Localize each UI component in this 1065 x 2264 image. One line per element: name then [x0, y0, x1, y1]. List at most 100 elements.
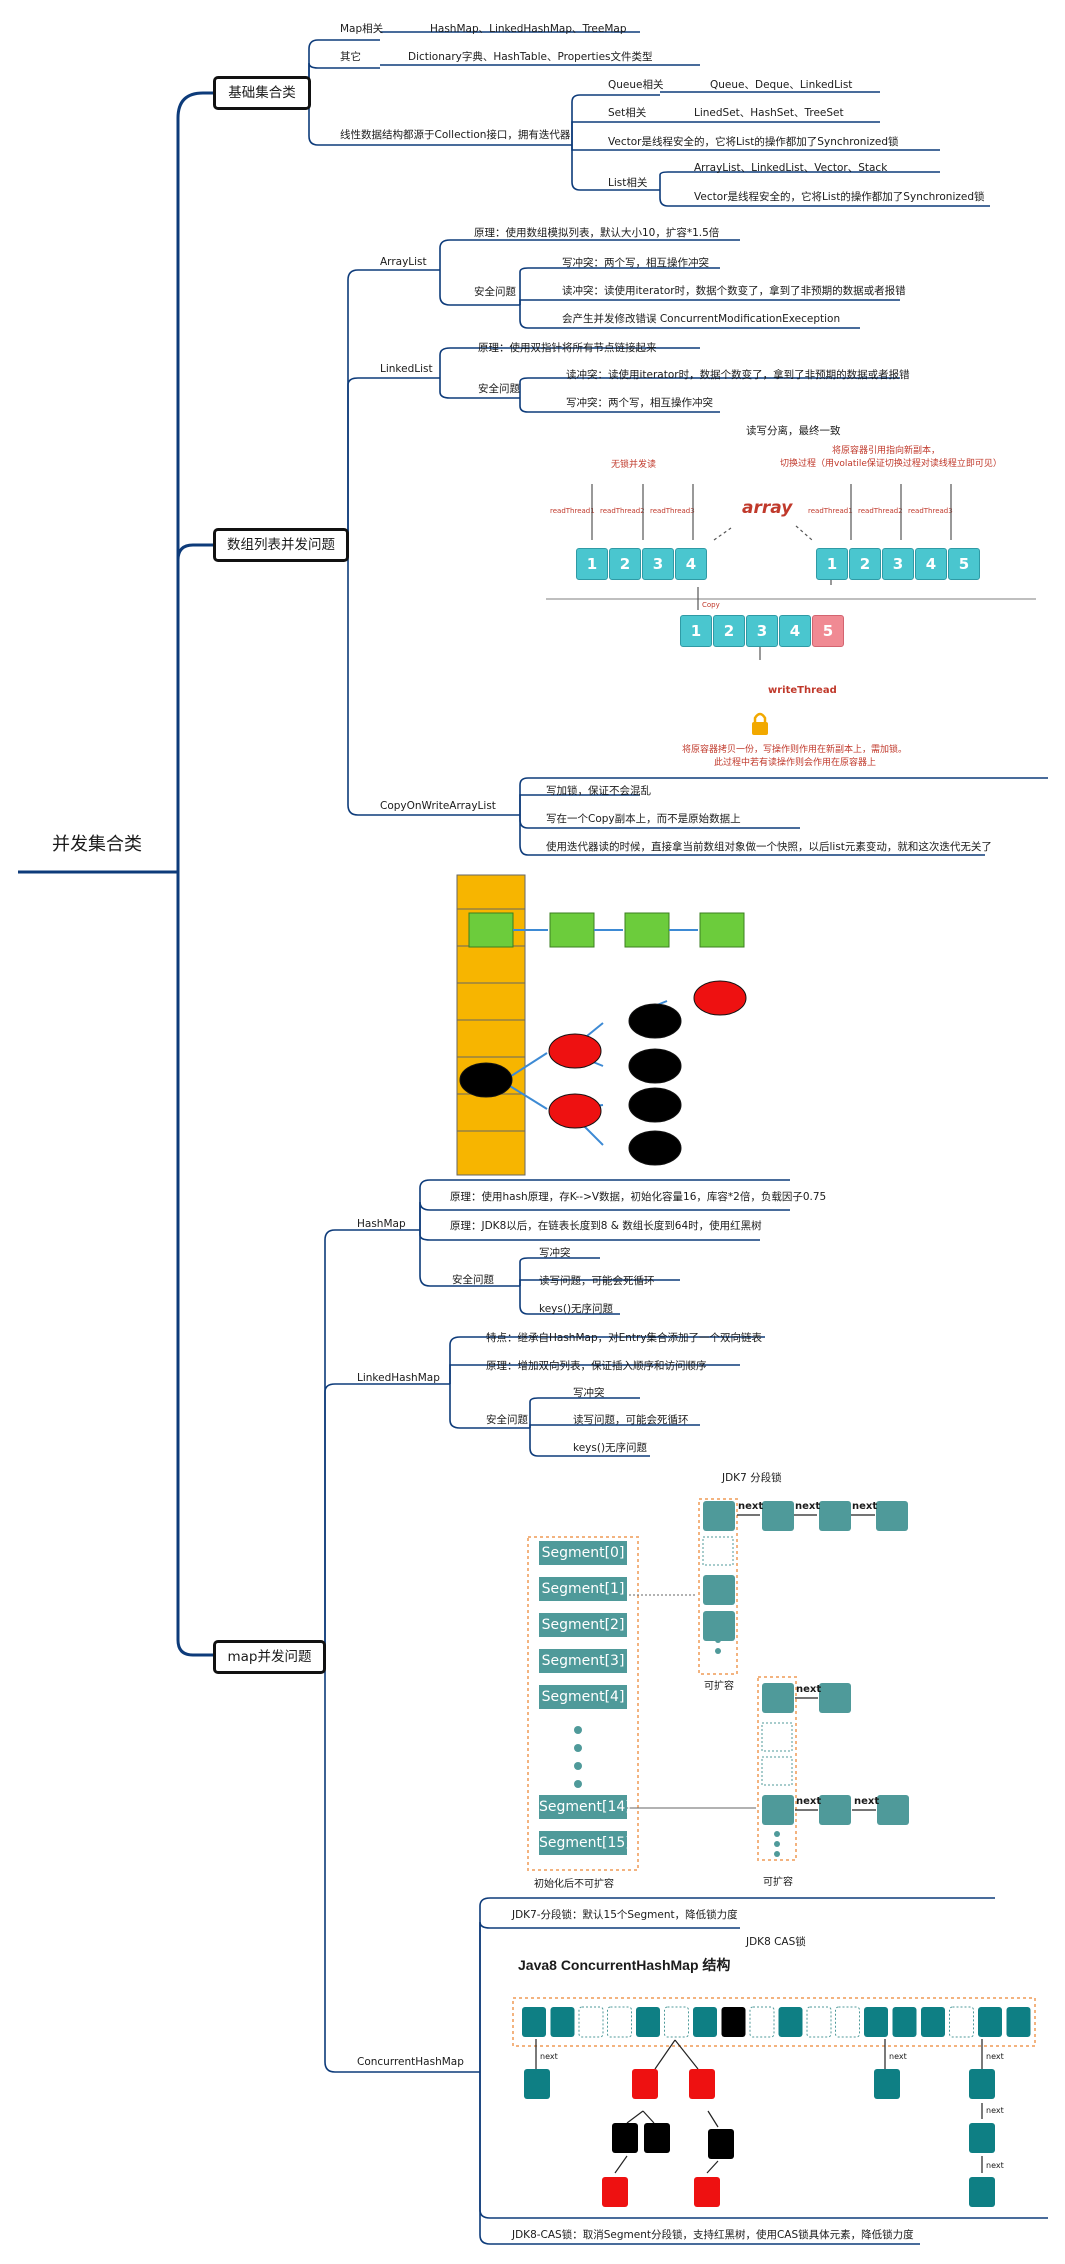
node-linkedhashmap-2: 原理：增加双向列表，保证插入顺序和访问顺序 [486, 1360, 707, 1372]
node-linkedlist-safety-2: 写冲突：两个写，相互操作冲突 [566, 397, 713, 409]
bucket-node [876, 1501, 908, 1531]
figure-label-switch-1: 将原容器引用指向新副本， [832, 446, 941, 456]
table-bucket [721, 2007, 746, 2037]
figure-jdk8-title: Java8 ConcurrentHashMap 结构 [518, 1957, 731, 1973]
bucket-node [762, 1683, 794, 1713]
figure-label-read-2: readThread2 [600, 507, 645, 515]
figure-label-read-6: readThread3 [908, 507, 953, 515]
array-cell: 3 [882, 548, 914, 580]
bucket-node [877, 1795, 909, 1825]
array-cell: 5 [812, 615, 844, 647]
node-chm-jdk7: JDK7-分段锁：默认15个Segment，降低锁力度 [512, 1909, 738, 1921]
figure-jdk8-caption: JDK8 CAS锁 [746, 1936, 806, 1948]
node-cow-1: 写加锁，保证不会混乱 [546, 785, 651, 797]
figure-label-read-4: readThread1 [808, 507, 853, 515]
node-list-vector-note: Vector是线程安全的，它将List的操作都加了Synchronized锁 [694, 191, 985, 203]
next-label: next [986, 2052, 1004, 2061]
node-hashmap-safety: 安全问题 [452, 1274, 494, 1286]
table-bucket [978, 2007, 1002, 2037]
array-cell: 3 [746, 615, 778, 647]
figure-label-bottom-1: 将原容器拷贝一份，写操作则作用在新副本上，需加锁。 [682, 745, 908, 755]
table-bucket [749, 2006, 775, 2038]
next-label: next [796, 1684, 822, 1695]
figure-hashmap-structure [455, 873, 777, 1178]
segment-cell: Segment[14] [539, 1795, 631, 1819]
segment-cell: Segment[2] [539, 1613, 627, 1637]
node-linkedlist-safety-1: 读冲突：读使用iterator时，数据个数变了，拿到了非预期的数据或者报错 [566, 369, 910, 381]
figure-label-no-lock: 无锁并发读 [611, 460, 657, 470]
table-bucket [1006, 2007, 1031, 2037]
next-label: next [796, 1796, 822, 1807]
node-arraylist-principle: 原理：使用数组模拟列表，默认大小10，扩容*1.5倍 [474, 227, 720, 239]
node-arraylist-safety-2: 读冲突：读使用iterator时，数据个数变了，拿到了非预期的数据或者报错 [562, 285, 906, 297]
array-cell: 5 [948, 548, 980, 580]
figure-label-write: writeThread [768, 685, 837, 696]
node-vector-note: Vector是线程安全的，它将List的操作都加了Synchronized锁 [608, 136, 899, 148]
table-bucket [664, 2006, 689, 2038]
node-copyonwritearraylist: CopyOnWriteArrayList [380, 800, 496, 812]
node-arraylist: ArrayList [380, 256, 427, 268]
array-cell: 1 [680, 615, 712, 647]
node-list-related: List相关 [608, 177, 648, 189]
bucket-node [819, 1683, 851, 1713]
next-label: next [852, 1501, 878, 1512]
node-hashmap-safety-2: 读写问题，可能会死循环 [539, 1275, 655, 1287]
topic-list-concurrency: 数组列表并发问题 [213, 528, 349, 562]
table-bucket [550, 2007, 575, 2037]
figure-jdk8-cas: Java8 ConcurrentHashMap 结构 next next nex… [512, 1951, 1039, 2213]
node-linkedhashmap-safety: 安全问题 [486, 1414, 528, 1426]
figure-jdk7-caption: JDK7 分段锁 [722, 1472, 782, 1484]
table-bucket [778, 2007, 803, 2037]
bucket-node [703, 1575, 735, 1605]
figure-label-read-1: readThread1 [550, 507, 595, 515]
next-label: next [540, 2052, 558, 2061]
table-bucket [607, 2006, 632, 2038]
root-topic: 并发集合类 [52, 834, 142, 855]
next-label: next [889, 2052, 907, 2061]
figure-jdk7-svg [527, 1498, 876, 1871]
node-arraylist-safety: 安全问题 [474, 286, 516, 298]
array-cell: 4 [779, 615, 811, 647]
array-cell: 2 [849, 548, 881, 580]
node-concurrenthashmap: ConcurrentHashMap [357, 2056, 464, 2068]
node-queue-values: Queue、Deque、LinkedList [710, 79, 853, 91]
topic-map-concurrency: map并发问题 [213, 1640, 326, 1674]
node-cow-2: 写在一个Copy副本上，而不是原始数据上 [546, 813, 741, 825]
figure-jdk8-svg [512, 1997, 1036, 2207]
bucket-node [819, 1501, 851, 1531]
node-other-values: Dictionary字典、HashTable、Properties文件类型 [408, 51, 653, 63]
next-label: next [795, 1501, 821, 1512]
bucket-node [703, 1611, 735, 1641]
bucket-node [819, 1795, 851, 1825]
next-label: next [854, 1796, 880, 1807]
node-cow-3: 使用迭代器读的时候，直接拿当前数组对象做一个快照，以后list元素变动，就和这次… [546, 841, 992, 853]
array-cell: 1 [816, 548, 848, 580]
table-bucket [806, 2006, 832, 2038]
figure-hashmap-svg [456, 874, 747, 1176]
segment-cell: Segment[1] [539, 1577, 627, 1601]
array-cell: 3 [642, 548, 674, 580]
array-cell: 2 [713, 615, 745, 647]
node-hashmap: HashMap [357, 1218, 406, 1230]
node-hashmap-principle-1: 原理：使用hash原理，存K-->V数据，初始化容量16，库容*2倍，负载因子0… [450, 1191, 827, 1203]
table-bucket [693, 2007, 717, 2037]
figure-label-read-3: readThread3 [650, 507, 695, 515]
expand-label: 可扩容 [704, 1681, 734, 1692]
init-label: 初始化后不可扩容 [534, 1879, 614, 1890]
node-queue-related: Queue相关 [608, 79, 664, 91]
table-bucket [636, 2007, 660, 2037]
figure-label-read-5: readThread2 [858, 507, 903, 515]
table-bucket [835, 2006, 860, 2038]
figure-label-array: array [742, 498, 793, 518]
segment-cell: Segment[4] [539, 1685, 627, 1709]
next-label: next [738, 1501, 764, 1512]
array-cell: 4 [675, 548, 707, 580]
node-linkedlist: LinkedList [380, 363, 433, 375]
node-set-related: Set相关 [608, 107, 647, 119]
table-bucket [921, 2007, 945, 2037]
figure-cow-caption: 读写分离，最终一致 [746, 425, 841, 437]
segment-cell: Segment[0] [539, 1541, 627, 1565]
node-set-values: LinedSet、HashSet、TreeSet [694, 107, 844, 119]
figure-jdk7-segments: Segment[0]Segment[1]Segment[2]Segment[3]… [512, 1487, 986, 1895]
node-linkedhashmap-1: 特点：继承自HashMap，对Entry集合添加了一个双向链表 [486, 1332, 763, 1344]
